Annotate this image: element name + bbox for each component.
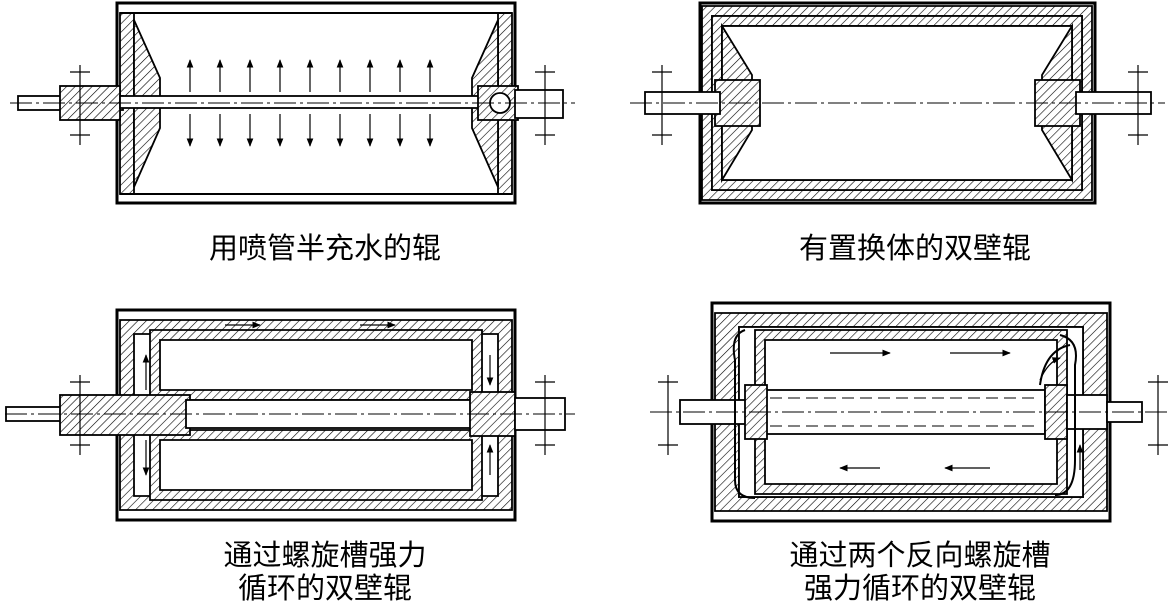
flow-arrows	[142, 321, 494, 476]
caption-line: 强力循环的双壁辊	[803, 571, 1036, 605]
diagram-displacer-double-wall-roller	[630, 1, 1165, 205]
diagram-two-spiral-double-wall-roller	[650, 301, 1170, 523]
left-bearing	[59, 394, 191, 436]
caption-line: 通过两个反向螺旋槽	[789, 538, 1051, 572]
caption-line: 用喷管半充水的辊	[208, 231, 441, 265]
caption-spray-pipe-roller: 用喷管半充水的辊	[160, 232, 490, 265]
caption-line: 通过螺旋槽强力	[223, 538, 427, 572]
return-pipe-right	[1054, 334, 1077, 496]
flow-arrows	[830, 349, 1084, 472]
return-pipe-left	[732, 329, 756, 499]
caption-line: 循环的双壁辊	[237, 571, 412, 605]
left-journal	[679, 399, 751, 425]
inner-chamber-top	[149, 329, 483, 401]
caption-spiral-double-wall-roller: 通过螺旋槽强力 循环的双壁辊	[160, 539, 490, 605]
inner-chamber-bottom	[149, 429, 483, 501]
central-tube	[764, 389, 1046, 435]
caption-displacer-double-wall-roller: 有置换体的双壁辊	[740, 232, 1090, 265]
spray-arrows	[186, 59, 434, 147]
diagram-spray-pipe-roller	[10, 1, 575, 205]
diagram-spiral-double-wall-roller	[5, 308, 575, 522]
right-journal	[514, 89, 564, 119]
spray-pipe	[119, 95, 483, 109]
caption-two-spiral-double-wall-roller: 通过两个反向螺旋槽 强力循环的双壁辊	[730, 539, 1110, 605]
caption-line: 有置换体的双壁辊	[798, 231, 1031, 265]
